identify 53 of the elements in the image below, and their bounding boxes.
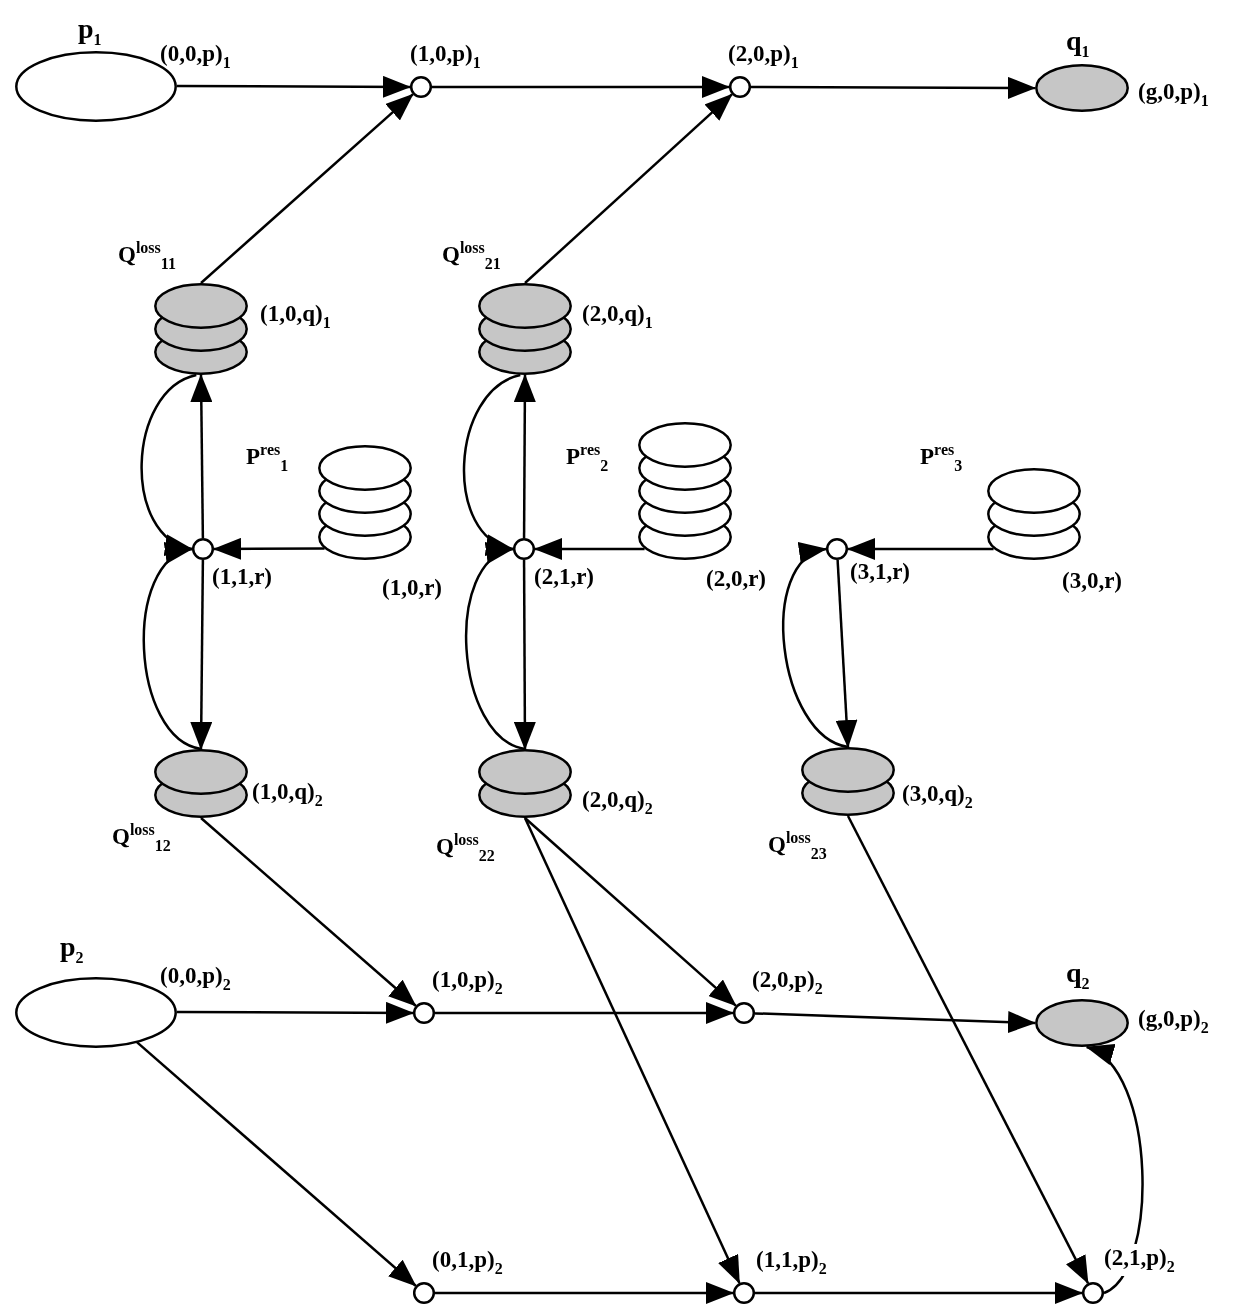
arrow [200,817,417,1007]
state-label: (2,1,r) [534,563,595,591]
state-label: (0,1,p)$_{2}$ [432,1246,503,1279]
arrow [755,1282,1083,1304]
state-label: (1,0,r) [382,574,443,602]
node-name-label: p$_{1}$ [78,12,102,50]
arrow [751,76,1036,99]
state-label: (2,0,r) [706,565,767,593]
node-name-label: p$_{2}$ [60,930,84,968]
state-label: (1,0,q)$_{1}$ [260,300,331,333]
arrow [835,559,858,748]
arrow [524,817,737,1007]
state-label: (1,0,p)$_{1}$ [410,40,481,73]
arrow [177,75,411,98]
arrow [847,538,994,560]
state-label: (2,0,p)$_{2}$ [752,966,823,999]
curved-arrow [140,373,197,554]
arrow [435,1002,734,1024]
curved-arrow [462,373,521,554]
state-label: (0,0,p)$_{2}$ [160,962,231,995]
state-label: (1,0,p)$_{2}$ [432,966,503,999]
curved-arrow [782,545,849,749]
node-name-label: q$_{1}$ [1066,24,1090,62]
arrow [524,93,733,284]
state-label: (3,0,r) [1062,567,1123,595]
state-label: (0,0,p)$_{1}$ [160,40,231,73]
arrow [534,538,645,560]
state-label: (1,1,r) [212,563,273,591]
state-label: (3,1,r) [850,558,911,586]
curved-arrow [464,544,526,751]
arrow [432,76,730,98]
arrow [190,374,213,538]
arrow [846,815,1090,1285]
state-label: (g,0,p)$_{1}$ [1138,78,1209,111]
arrow [513,374,536,538]
arrow [513,560,536,750]
state-label: (g,0,p)$_{2}$ [1138,1005,1209,1038]
arrow [754,1011,1036,1034]
arrow [190,560,213,750]
state-label: (1,0,q)$_{2}$ [252,778,323,811]
arrow [200,93,414,284]
arrow [523,817,741,1284]
state-label: (2,1,p)$_{2}$ [1104,1244,1175,1277]
arrow [177,1001,414,1024]
arrow [435,1282,734,1304]
state-label: (2,0,p)$_{1}$ [728,40,799,73]
arrow [213,537,325,560]
state-label: (3,0,q)$_{2}$ [902,780,973,813]
node-name-label: q$_{2}$ [1066,956,1090,994]
curved-arrow [142,544,202,751]
state-label: (2,0,q)$_{1}$ [582,300,653,333]
state-label: (1,1,p)$_{2}$ [756,1246,827,1279]
state-label: (2,0,q)$_{2}$ [582,786,653,819]
